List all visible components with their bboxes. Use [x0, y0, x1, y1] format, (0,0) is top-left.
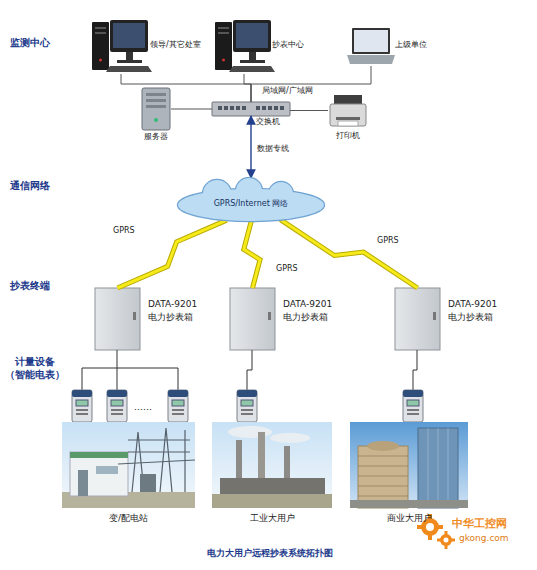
- node-text: DATA-9201: [283, 298, 332, 310]
- ellipsis-mark: ……: [134, 402, 152, 412]
- network-cloud: GPRS/Internet 网络: [175, 177, 327, 223]
- edge-label: GPRS: [377, 236, 399, 246]
- band-label: 抄表终端: [10, 279, 50, 292]
- node-text: GPRS/Internet 网络: [175, 199, 327, 209]
- band-label: 监测中心: [10, 36, 50, 49]
- site-photo: 商业大用户: [350, 422, 468, 508]
- network-cable: [244, 74, 251, 102]
- desktop-computer: 抄表中心: [215, 18, 273, 74]
- band-label: 计量设备（智能电表）: [4, 355, 66, 381]
- laptop-computer: 上级单位: [345, 26, 397, 66]
- site-photo: 变/配电站: [62, 422, 195, 508]
- band-label: 通信网络: [10, 179, 50, 192]
- node-text: 工业大用户: [212, 512, 332, 524]
- node-text: 电力抄表箱: [448, 311, 493, 323]
- node-text: 交换机: [256, 117, 280, 127]
- watermark: 中华工控网: [452, 517, 507, 530]
- edge-label: 数据专线: [257, 144, 289, 154]
- network-label: 局域网/广域网: [262, 86, 313, 96]
- node-text: 变/配电站: [62, 512, 195, 524]
- node-text: 领导/其它处室: [150, 40, 201, 50]
- meter-reading-box: DATA-9201电力抄表箱: [95, 288, 140, 350]
- node-text: 上级单位: [395, 40, 427, 50]
- server: 服务器: [141, 87, 171, 131]
- network-cable: [121, 74, 251, 102]
- network-switch: 交换机: [212, 102, 290, 116]
- node-text: 服务器: [137, 132, 175, 142]
- node-text: 抄表中心: [272, 40, 304, 50]
- node-text: DATA-9201: [148, 298, 197, 310]
- network-cable: [290, 110, 328, 111]
- desktop-computer: 领导/其它处室: [92, 18, 150, 74]
- node-text: DATA-9201: [448, 298, 497, 310]
- node-text: 电力抄表箱: [148, 311, 193, 323]
- data-link-arrow: [251, 116, 252, 178]
- gprs-lightning: [244, 221, 260, 288]
- node-text: 打印机: [328, 131, 368, 141]
- site-photo: 工业大用户: [212, 422, 332, 508]
- edge-label: GPRS: [276, 264, 298, 274]
- node-text: 商业大用户: [350, 512, 468, 524]
- caption: 电力大用户远程抄表系统拓扑图: [120, 548, 420, 558]
- meter-reading-box: DATA-9201电力抄表箱: [230, 288, 275, 350]
- gprs-lightning: [280, 220, 417, 288]
- network-cable: [251, 66, 371, 102]
- printer: 打印机: [328, 93, 368, 128]
- network-cable: [171, 109, 212, 110]
- edge-label: GPRS: [113, 226, 135, 236]
- node-text: 电力抄表箱: [283, 311, 328, 323]
- meter-reading-box: DATA-9201电力抄表箱: [395, 288, 440, 350]
- watermark: gkong.com: [459, 533, 509, 543]
